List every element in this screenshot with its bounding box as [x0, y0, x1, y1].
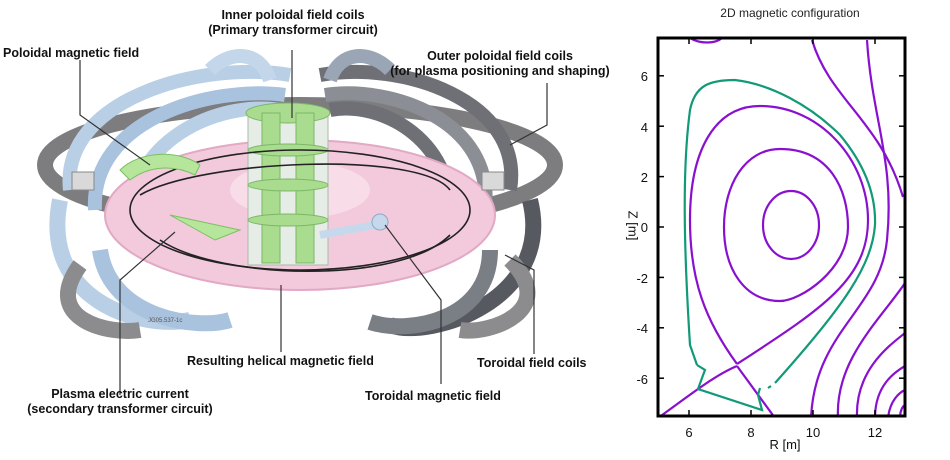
open-field-line [887, 388, 905, 416]
y-tick-label: -4 [636, 321, 648, 336]
leader-lines [79, 50, 548, 395]
label-inner-coils-line1: Inner poloidal field coils [221, 8, 365, 22]
x-tick-label: 12 [868, 425, 882, 440]
separatrix [688, 104, 870, 365]
label-plasma-current-line2: (secondary transformer circuit) [27, 402, 213, 416]
label-toroidal-coils: Toroidal field coils [477, 356, 587, 370]
y-tick-label: 0 [641, 220, 648, 235]
toroidal-coils-front [49, 198, 541, 337]
x-axis-label: R [m] [769, 437, 801, 452]
y-tick-label: 4 [641, 120, 648, 135]
tick-marks [658, 38, 905, 416]
label-inner-coils-line2: (Primary transformer circuit) [208, 23, 378, 37]
open-field-line [810, 39, 890, 416]
label-plasma-current: Plasma electric current (secondary trans… [15, 387, 225, 417]
coil-end-left [71, 171, 95, 191]
label-poloidal-field: Poloidal magnetic field [3, 46, 140, 60]
open-field-line [810, 39, 905, 198]
flux-surface-inner [761, 189, 821, 261]
flux-surface-middle [722, 147, 850, 303]
label-outer-coils-line1: Outer poloidal field coils [427, 49, 573, 63]
y-tick-label: -2 [636, 271, 648, 286]
outer-poloidal-coil-lower [60, 260, 142, 339]
label-outer-coils-line2: (for plasma positioning and shaping) [390, 64, 610, 78]
toroidal-field-arrow [319, 221, 376, 239]
y-tick-label: 2 [641, 170, 648, 185]
figure-tag: JG05.537-1c [148, 318, 183, 324]
label-inner-coils: Inner poloidal field coils (Primary tran… [203, 8, 383, 38]
x-tick-label: 6 [685, 425, 692, 440]
label-helical-field: Resulting helical magnetic field [187, 354, 374, 368]
label-plasma-current-line1: Plasma electric current [51, 387, 189, 401]
separatrix-leg-right [736, 365, 775, 416]
y-axis-label: Z [m] [625, 210, 641, 241]
open-field-line [836, 282, 905, 416]
open-field-line [874, 365, 905, 416]
outer-poloidal-coil-lower-right [458, 254, 536, 339]
first-wall [683, 78, 877, 412]
poloidal-field-arrows [119, 153, 242, 241]
plot-title: 2D magnetic configuration [720, 6, 860, 20]
open-field-line [855, 332, 905, 416]
toroidal-field-arrow-head [371, 213, 389, 231]
top-left-arc [689, 38, 723, 44]
helical-field-lines [129, 149, 471, 273]
tokamak-illustration [37, 49, 563, 395]
label-toroidal-field: Toroidal magnetic field [365, 389, 501, 403]
separatrix-leg-left [658, 364, 738, 416]
label-outer-coils: Outer poloidal field coils (for plasma p… [380, 49, 620, 79]
flux-surfaces [658, 38, 905, 416]
coil-end-right [481, 171, 505, 191]
y-tick-label: -6 [636, 372, 648, 387]
open-field-line [898, 404, 905, 416]
plot-frame [656, 36, 907, 418]
y-tick-label: 6 [641, 69, 648, 84]
